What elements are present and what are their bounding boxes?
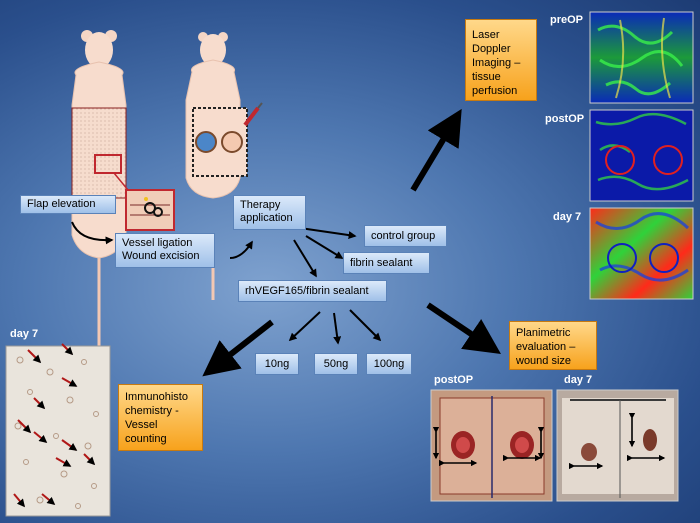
arrow-to-planimetric [426,302,501,355]
mouse-2-illustration [185,32,263,300]
arrow-to-laser-doppler [410,108,462,192]
vessel-ligation-line2: Wound excision [122,250,200,262]
vessel-ligation-line1: Vessel ligation [122,237,193,249]
arrow-to-immuno [202,319,274,377]
laser-line-4: tissue [472,71,501,83]
label-day7-ldi: day 7 [553,211,582,223]
laser-line-2: Doppler [472,43,511,55]
planimetric-evaluation-box: Planimetric evaluation – wound size [509,321,597,370]
arrow-to-10ng [288,311,321,342]
therapy-line2: application [240,212,293,224]
vessel-ligation-box: Vessel ligation Wound excision [115,233,215,268]
label-preop: preOP [550,14,584,26]
planimetric-line-2: evaluation – [516,341,576,353]
dose-50ng-box: 50ng [314,353,358,375]
wound-photo-day7 [556,389,679,502]
fibrin-sealant-label: fibrin sealant [350,257,413,269]
zoom-inset [125,189,175,231]
immuno-line-3: Vessel [125,419,158,431]
dose-100ng-label: 100ng [373,358,405,370]
laser-doppler-box: Laser Doppler Imaging – tissue perfusion [465,19,537,101]
therapy-application-box: Therapy application [233,195,306,230]
therapy-line1: Therapy [240,199,281,211]
arrow-to-control [299,227,357,240]
arrow-to-100ng [349,309,382,342]
wound-photo-postop [430,389,553,502]
control-group-label: control group [371,230,436,242]
immuno-line-1: Immunohisto [125,391,188,403]
label-histology-day7: day 7 [10,328,39,340]
arrow-to-fibrin [305,235,344,259]
planimetric-line-3: wound size [516,355,572,367]
histology-image [5,343,111,517]
arrow-to-rhvegf [293,239,317,278]
laser-line-5: perfusion [472,85,518,97]
arrow-to-50ng [333,312,342,345]
dose-10ng-box: 10ng [255,353,299,375]
arrow-ligation-to-therapy [229,240,253,259]
label-postop-ldi: postOP [545,113,585,125]
immuno-line-2: chemistry - [125,405,179,417]
rhvegf-fibrin-sealant-box: rhVEGF165/fibrin sealant [238,280,387,302]
label-photo-day7: day 7 [564,374,593,386]
rhvegf-label: rhVEGF165/fibrin sealant [245,285,369,297]
zoom-connector [113,172,129,191]
dose-100ng-box: 100ng [366,353,412,375]
ldi-image-day7 [589,207,694,300]
flap-elevation-label: Flap elevation [27,198,96,210]
zoom-highlight-box [94,154,122,174]
label-photo-postop: postOP [434,374,474,386]
arrow-flap-to-ligation [71,221,114,245]
control-group-box: control group [364,225,447,247]
laser-line-1: Laser [472,29,500,41]
fibrin-sealant-box: fibrin sealant [343,252,430,274]
ldi-image-preop [589,11,694,104]
dose-50ng-label: 50ng [323,358,349,370]
planimetric-line-1: Planimetric [516,327,571,339]
immuno-line-4: counting [125,433,167,445]
laser-line-3: Imaging – [472,57,521,69]
immunohistochemistry-box: Immunohisto chemistry - Vessel counting [118,384,203,451]
dose-10ng-label: 10ng [264,358,290,370]
flap-elevation-box: Flap elevation [20,195,116,214]
mouse-1-illustration [71,30,127,355]
ldi-image-postop [589,109,694,202]
